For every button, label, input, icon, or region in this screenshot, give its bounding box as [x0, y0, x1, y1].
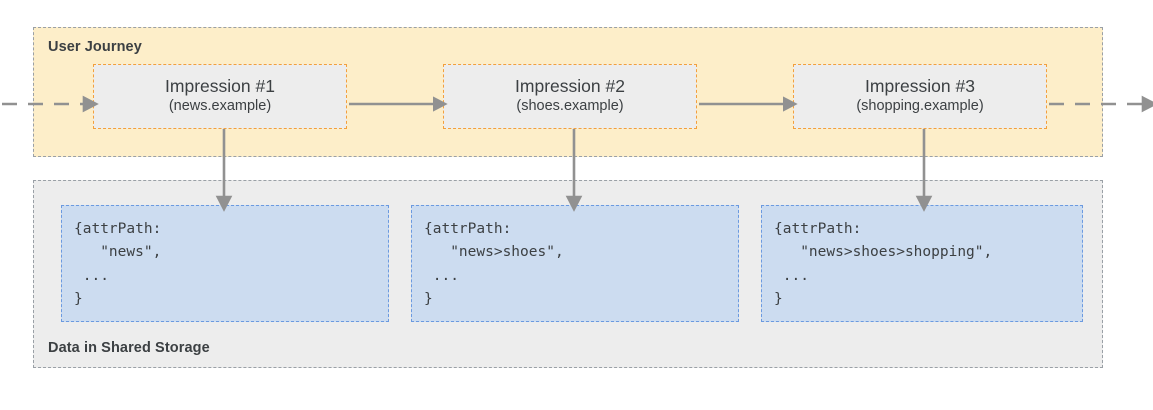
shared-storage-label: Data in Shared Storage: [48, 340, 210, 356]
impression-box-2: Impression #2 (shoes.example): [443, 64, 697, 129]
impression-1-title: Impression #1: [165, 76, 275, 97]
user-journey-label: User Journey: [48, 39, 142, 55]
impression-3-title: Impression #3: [865, 76, 975, 97]
storage-record-2-code: {attrPath: "news>shoes", ... }: [424, 221, 564, 308]
impression-1-origin: (news.example): [168, 98, 272, 115]
storage-record-1-code: {attrPath: "news", ... }: [74, 221, 162, 308]
impression-2-origin: (shoes.example): [516, 98, 624, 115]
impression-box-3: Impression #3 (shopping.example): [793, 64, 1047, 129]
storage-record-3-code: {attrPath: "news>shoes>shopping", ... }: [774, 221, 993, 308]
impression-box-1: Impression #1 (news.example): [93, 64, 347, 129]
storage-record-box-3: {attrPath: "news>shoes>shopping", ... }: [761, 205, 1083, 322]
storage-record-box-1: {attrPath: "news", ... }: [61, 205, 389, 322]
impression-3-origin: (shopping.example): [856, 98, 984, 115]
storage-record-box-2: {attrPath: "news>shoes", ... }: [411, 205, 739, 322]
impression-2-title: Impression #2: [515, 76, 625, 97]
